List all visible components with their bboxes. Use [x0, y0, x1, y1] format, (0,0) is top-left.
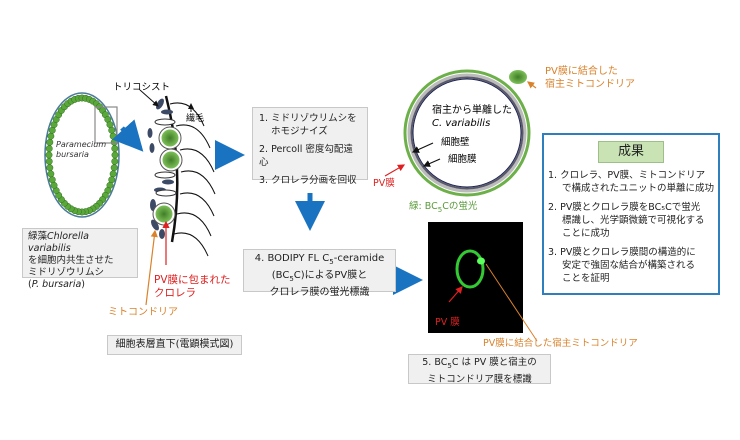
- pv-chlorella-label: PV膜に包まれたクロレラ: [154, 274, 231, 299]
- step-2: 2. Percoll 密度勾配遠心: [259, 144, 353, 168]
- chlorella-dot: [110, 164, 118, 172]
- micrograph-pv-label: PV 膜: [435, 317, 460, 328]
- chlorella-dot: [48, 176, 56, 184]
- chlorella-dot: [47, 170, 55, 178]
- chlorella-dot: [111, 157, 119, 165]
- fluorescence-micrograph: [428, 222, 538, 342]
- step-3: 3. クロレラ分画を回収: [259, 175, 357, 186]
- cilia-label: 繊毛: [186, 114, 205, 124]
- results-title: 成果: [598, 141, 664, 163]
- chlorella-dot: [46, 138, 54, 146]
- isolated-chlorella-schematic: [384, 69, 537, 197]
- mitochondria-label: ミトコンドリア: [108, 307, 178, 318]
- chlorella-dot: [111, 151, 119, 159]
- chlorella-dot: [109, 132, 117, 140]
- cell-membrane-label: 細胞膜: [448, 154, 477, 165]
- micrograph-mito-label: PV膜に結合した宿主ミトコンドリア: [483, 338, 638, 349]
- chlorella-dot: [45, 151, 53, 159]
- chlorella-dot: [109, 170, 117, 178]
- chlorella-dot: [108, 126, 116, 134]
- cilium: [175, 124, 211, 149]
- step-1: 1. ミドリゾウリムシを: [259, 113, 357, 124]
- trichocyst-label: トリコシスト: [113, 82, 171, 93]
- cell-wall-label: 細胞壁: [441, 137, 470, 148]
- cell-surface-schematic: [139, 89, 216, 306]
- chlorella-dot: [47, 132, 55, 140]
- chlorella-dot: [45, 145, 53, 153]
- fluorescence-legend: 緑: BC5Cの蛍光: [409, 201, 478, 214]
- chlorella-dot: [111, 145, 119, 153]
- circle-pv-label: PV膜: [373, 178, 395, 189]
- results-box: 成果 1. クロレラ、PV膜、ミトコンドリアで構成されたユニットの単離に成功 2…: [542, 133, 720, 295]
- cilium: [180, 170, 216, 195]
- results-item-2: 2. PV膜とクロレラ膜をBC₅Cで蛍光標識し、光学顕微鏡で可視化することに成功: [548, 202, 705, 239]
- cilium: [173, 232, 209, 257]
- cilium: [179, 148, 215, 173]
- surface-caption-box: 細胞表層直下(電顕模式図): [107, 335, 242, 355]
- arrow-zoom: [112, 119, 144, 152]
- chlorella-dot: [45, 157, 53, 165]
- chlorella-dots: [45, 94, 119, 216]
- cilium: [176, 212, 212, 237]
- chlorella-dot: [46, 164, 54, 172]
- species-caption-box: 緑藻Chlorella variabilis を細胞内共生させた ミドリゾウリム…: [22, 228, 138, 290]
- results-item-3: 3. PV膜とクロレラ膜間の構造的に安定で強固な結合が構築されることを証明: [548, 247, 696, 284]
- steps-1-3-box: 1. ミドリゾウリムシを ホモジナイズ 2. Percoll 密度勾配遠心 3.…: [252, 107, 368, 186]
- step-4-box: 4. BODIPY FL C5-ceramide (BC5C)によるPV膜と ク…: [243, 249, 396, 298]
- paramecium-cell: [44, 92, 120, 218]
- results-item-1: 1. クロレラ、PV膜、ミトコンドリアで構成されたユニットの単離に成功: [548, 170, 715, 194]
- circle-mito-label: PV膜に結合した宿主ミトコンドリア: [545, 66, 635, 90]
- step-5-box: 5. BC5C は PV 膜と宿主の ミトコンドリア膜を標識: [408, 354, 551, 385]
- cilium: [179, 192, 215, 217]
